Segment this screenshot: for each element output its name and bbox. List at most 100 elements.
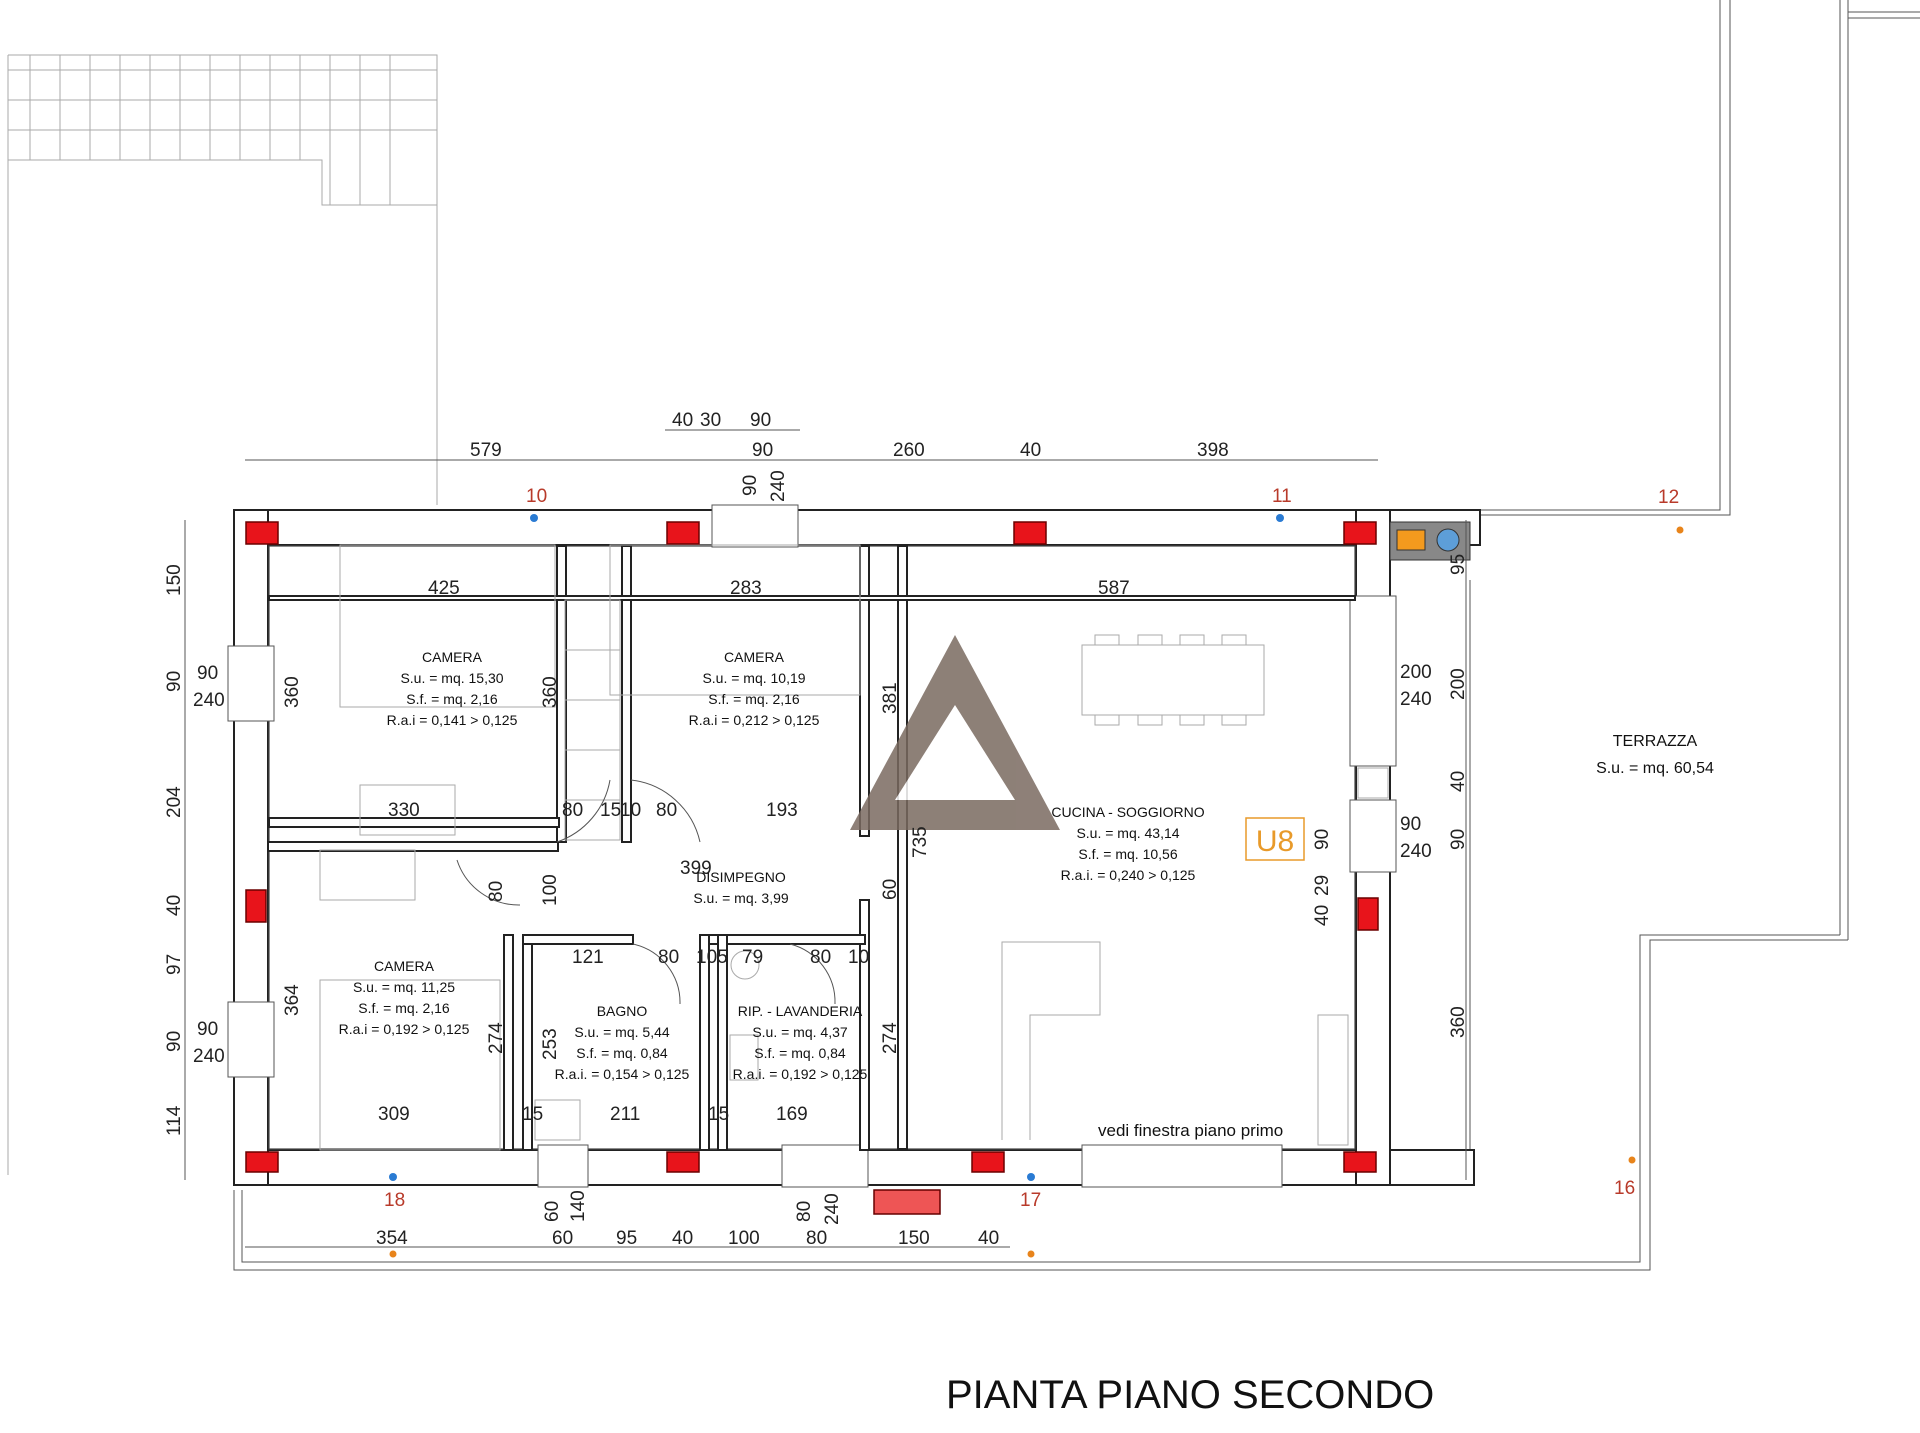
dim-left: 240 [193, 1046, 225, 1067]
dim-inner: 10 [620, 800, 641, 821]
dim-inner: 425 [428, 578, 460, 599]
dim-inner-vertical: 29 [1312, 875, 1333, 896]
room-label-camera-2: CAMERA S.u. = mq. 10,19 S.f. = mq. 2,16 … [689, 649, 820, 728]
room-sf: S.f. = mq. 2,16 [708, 691, 800, 707]
dim-right: 240 [1400, 689, 1432, 710]
dim-inner-vertical: 90 [1312, 829, 1333, 850]
dim-top: 40 [672, 410, 693, 431]
dim-bottom: 150 [898, 1228, 930, 1249]
dim-bottom-vertical: 140 [568, 1190, 589, 1222]
dim-top: 30 [700, 410, 721, 431]
room-label-cucina-soggiorno: CUCINA - SOGGIORNO S.u. = mq. 43,14 S.f.… [1051, 804, 1204, 883]
room-sf: S.f. = mq. 0,84 [754, 1045, 846, 1061]
dim-right: 200 [1448, 668, 1469, 700]
dim-inner-vertical: 60 [880, 879, 901, 900]
dim-bottom-vertical: 240 [822, 1193, 843, 1225]
axis-label-12: 12 [1658, 487, 1679, 508]
dim-left: 40 [164, 895, 185, 916]
dim-inner-vertical: 100 [540, 874, 561, 906]
dim-bottom: 60 [552, 1228, 573, 1249]
dim-inner: 330 [388, 800, 420, 821]
room-su: S.u. = mq. 11,25 [353, 979, 455, 995]
dim-inner: 121 [572, 947, 604, 968]
interior-walls [267, 545, 1356, 1151]
dim-inner-vertical: 381 [880, 682, 901, 714]
dim-right: 90 [1400, 814, 1421, 835]
dim-right: 200 [1400, 662, 1432, 683]
dim-inner: 80 [810, 947, 831, 968]
dim-inner: 80 [658, 947, 679, 968]
room-su: S.u. = mq. 60,54 [1596, 760, 1714, 777]
room-name: BAGNO [597, 1003, 648, 1019]
dim-left: 150 [164, 564, 185, 596]
room-sf: S.f. = mq. 0,84 [576, 1045, 668, 1061]
room-name: CAMERA [724, 649, 785, 665]
room-label-lavanderia: RIP. - LAVANDERIA S.u. = mq. 4,37 S.f. =… [733, 1003, 868, 1082]
axis-dots [389, 514, 1684, 1258]
room-label-camera-1: CAMERA S.u. = mq. 15,30 S.f. = mq. 2,16 … [387, 649, 518, 728]
dim-inner: 80 [562, 800, 583, 821]
dim-bottom: 354 [376, 1228, 408, 1249]
unit-tag: U8 [1245, 817, 1305, 861]
dim-top-vertical: 240 [768, 470, 789, 502]
dim-bottom: 95 [616, 1228, 637, 1249]
room-rai: R.a.i. = 0,154 > 0,125 [555, 1066, 690, 1082]
dim-top-vertical: 90 [740, 475, 761, 496]
dim-top: 40 [1020, 440, 1041, 461]
dim-top: 260 [893, 440, 925, 461]
dim-inner-vertical: 735 [910, 826, 931, 858]
dim-inner: 169 [776, 1104, 808, 1125]
dim-inner: 79 [742, 947, 763, 968]
room-name: CAMERA [374, 958, 435, 974]
door-swings [456, 779, 836, 1005]
dim-inner: 309 [378, 1104, 410, 1125]
unit-label: U8 [1256, 825, 1294, 858]
room-su: S.u. = mq. 5,44 [574, 1024, 670, 1040]
dim-inner: 587 [1098, 578, 1130, 599]
axis-label-16: 16 [1614, 1178, 1635, 1199]
dim-right: 240 [1400, 841, 1432, 862]
room-su: S.u. = mq. 15,30 [400, 670, 503, 686]
dim-left: 90 [197, 1019, 218, 1040]
dim-left: 90 [164, 1031, 185, 1052]
dim-inner: 15 [600, 800, 621, 821]
dim-inner-vertical: 40 [1312, 905, 1333, 926]
dim-top: 579 [470, 440, 502, 461]
room-name: CAMERA [422, 649, 483, 665]
watermark-logo [850, 635, 1060, 830]
dim-inner: 10 [848, 947, 869, 968]
dim-right: 40 [1448, 771, 1469, 792]
dim-right: 90 [1448, 829, 1469, 850]
dim-inner-vertical: 274 [486, 1022, 507, 1054]
dim-right: 360 [1448, 1006, 1469, 1038]
room-sf: S.f. = mq. 2,16 [406, 691, 498, 707]
room-sf: S.f. = mq. 2,16 [358, 1000, 450, 1016]
room-su: S.u. = mq. 43,14 [1076, 825, 1179, 841]
site-outline [7, 0, 1920, 1271]
dim-inner-vertical: 253 [540, 1028, 561, 1060]
dim-inner: 15 [522, 1104, 543, 1125]
dim-inner-vertical: 360 [282, 676, 303, 708]
axis-label-18: 18 [384, 1190, 405, 1211]
dim-inner-vertical: 274 [880, 1022, 901, 1054]
dim-inner: 211 [610, 1104, 640, 1125]
room-name: RIP. - LAVANDERIA [738, 1003, 863, 1019]
dim-top: 398 [1197, 440, 1229, 461]
dim-inner: 193 [766, 800, 798, 821]
dim-inner: 283 [730, 578, 762, 599]
dimension-lines [184, 429, 1467, 1248]
dim-inner: 105 [696, 947, 728, 968]
dim-bottom: 40 [672, 1228, 693, 1249]
dim-bottom-vertical: 80 [794, 1201, 815, 1222]
room-rai: R.a.i = 0,192 > 0,125 [339, 1021, 470, 1037]
room-name: CUCINA - SOGGIORNO [1051, 804, 1204, 820]
room-name: TERRAZZA [1613, 733, 1698, 750]
dim-left: 240 [193, 690, 225, 711]
dim-inner-vertical: 364 [282, 984, 303, 1016]
dim-left: 90 [164, 671, 185, 692]
room-label-bagno: BAGNO S.u. = mq. 5,44 S.f. = mq. 0,84 R.… [555, 1003, 690, 1082]
axis-label-11: 11 [1272, 486, 1292, 507]
dim-bottom-vertical: 60 [542, 1201, 563, 1222]
window-note: vedi finestra piano primo [1098, 1121, 1283, 1140]
dim-top: 90 [752, 440, 773, 461]
